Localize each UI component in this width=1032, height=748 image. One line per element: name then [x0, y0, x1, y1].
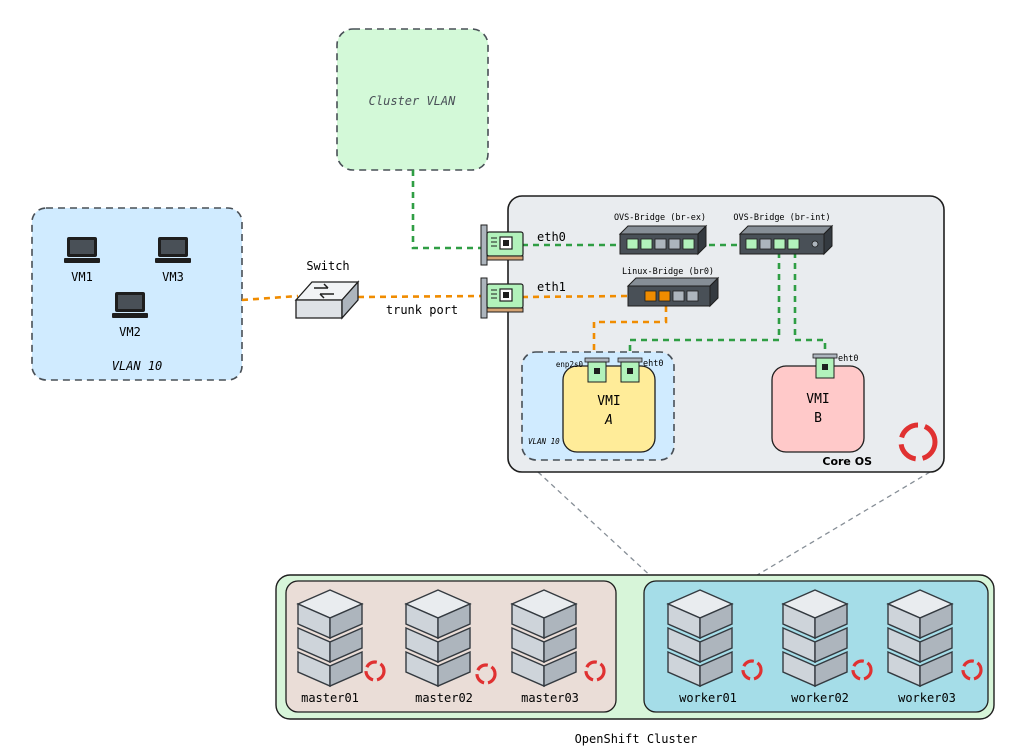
cluster-vlan-zone: Cluster VLAN: [336, 28, 489, 171]
vmi-a-nic2-label: eht0: [643, 359, 663, 369]
coreos-label: Core OS: [822, 455, 872, 468]
vm2-monitor-icon: [112, 292, 148, 318]
eth1-nic: eth1: [480, 277, 566, 319]
switch-arrows-icon: [314, 283, 334, 299]
vmi-b: VMI B eht0: [771, 353, 865, 453]
linux-bridge-br0: Linux-Bridge (br0): [622, 267, 720, 308]
worker03-label: worker03: [898, 691, 956, 705]
eth1-br0-link: [521, 294, 629, 299]
ovs-bridge-br-int: OVS-Bridge (br-int): [733, 213, 834, 256]
vmi-b-nic-label: eht0: [838, 354, 858, 364]
eth0-label: eth0: [537, 230, 566, 244]
cluster-vlan-link: [411, 170, 484, 250]
trunk-port-label: trunk port: [386, 303, 458, 317]
vm1-monitor-icon: [64, 237, 100, 263]
zoom-link-left: [537, 471, 669, 593]
worker02-label: worker02: [791, 691, 849, 705]
vm3-monitor-icon: [155, 237, 191, 263]
node-master03: master03: [511, 589, 606, 705]
vm3-label: VM3: [162, 270, 184, 284]
vm1-label: VM1: [71, 270, 93, 284]
ovs-bridge-br-ex: OVS-Bridge (br-ex): [614, 213, 708, 256]
eth1-label: eth1: [537, 280, 566, 294]
switch-device: Switch trunk port: [294, 259, 458, 320]
openshift-label: OpenShift Cluster: [575, 732, 698, 746]
node-worker02: worker02: [782, 589, 873, 705]
server-icon: [511, 589, 577, 687]
brint-vmib-link: [793, 252, 827, 356]
vmi-b-title: VMI: [806, 392, 829, 407]
vmi-b-sub: B: [814, 411, 822, 426]
server-icon: [297, 589, 363, 687]
br0-label: Linux-Bridge (br0): [622, 267, 714, 277]
node-master02: master02: [405, 589, 497, 705]
server-icon: [887, 589, 953, 687]
vmi-a-nic2: eht0: [617, 357, 663, 383]
nic-card-icon: [486, 231, 524, 261]
openshift-cluster: OpenShift Cluster master01 master02 mast…: [275, 574, 995, 746]
vlan10-label: VLAN 10: [112, 359, 163, 373]
vlan10-small-label: VLAN 10: [528, 437, 560, 446]
vlan10-switch-link: [241, 294, 299, 302]
switch-label: Switch: [306, 259, 349, 273]
vm2-label: VM2: [119, 325, 141, 339]
vlan10-zone: VM1 VM3 VM2 VLAN 10: [31, 207, 243, 381]
node-master01: master01: [297, 589, 386, 705]
node-worker03: worker03: [887, 589, 983, 705]
master03-label: master03: [521, 691, 579, 705]
redhat-logo-icon: [898, 422, 938, 462]
cluster-vlan-label: Cluster VLAN: [369, 94, 456, 108]
vmi-a-nic1: enp2s0: [556, 357, 610, 383]
server-icon: [782, 589, 848, 687]
brint-vmia-link: [628, 252, 781, 358]
vmi-a-title: VMI: [597, 394, 620, 409]
vmi-a-vlan10-zone: VLAN 10 VMI A enp2s0 eht0: [521, 351, 675, 461]
vmi-b-nic: eht0: [812, 353, 858, 379]
br-int-label: OVS-Bridge (br-int): [733, 213, 830, 223]
vmi-a-nic1-label: enp2s0: [556, 360, 584, 369]
vmi-b-box: [771, 365, 865, 453]
server-icon: [667, 589, 733, 687]
node-worker01: worker01: [667, 589, 763, 705]
worker01-label: worker01: [679, 691, 737, 705]
nic-card-icon: [486, 283, 524, 313]
master01-label: master01: [301, 691, 359, 705]
switch-eth1-link: [357, 294, 485, 299]
br-ex-label: OVS-Bridge (br-ex): [614, 213, 706, 223]
vmi-a-box: [562, 365, 656, 453]
eth0-nic: eth0: [480, 224, 566, 266]
vmi-a-sub: A: [604, 413, 613, 428]
master02-label: master02: [415, 691, 473, 705]
server-icon: [405, 589, 471, 687]
